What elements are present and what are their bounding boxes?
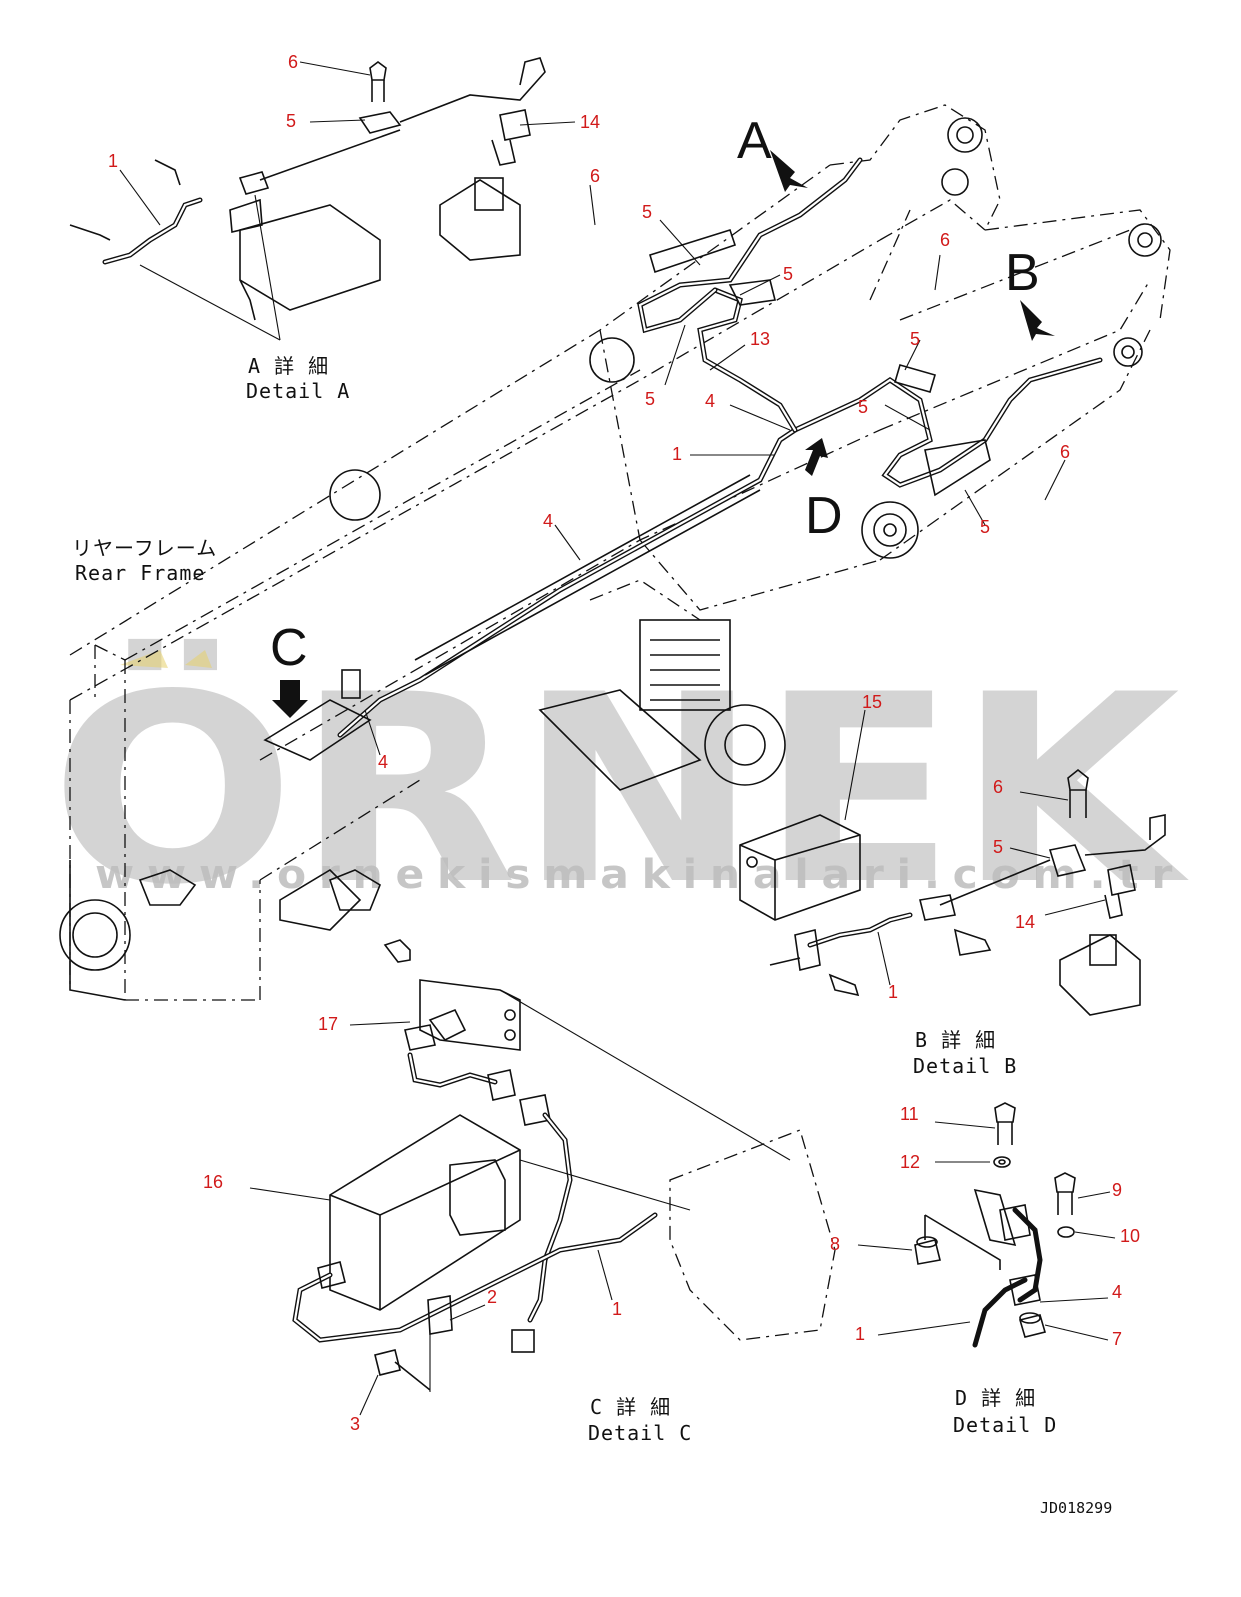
callout-main-6: 6 bbox=[590, 166, 600, 186]
leader-b-6 bbox=[1019, 791, 1069, 801]
leader-a-14 bbox=[519, 121, 576, 126]
detail-b-title-jp: B 詳 細 bbox=[915, 1028, 996, 1052]
watermark-accent-right bbox=[185, 650, 212, 668]
callout-main-6c: 6 bbox=[1060, 442, 1070, 462]
rear-frame-label-jp: リヤーフレーム bbox=[72, 536, 217, 560]
detail-c-title-jp: C 詳 細 bbox=[590, 1395, 671, 1419]
callout-d-12: 12 bbox=[900, 1152, 920, 1172]
callout-d-11: 11 bbox=[900, 1104, 919, 1124]
leader-a-5 bbox=[309, 119, 366, 123]
leader-d-11 bbox=[934, 1121, 996, 1129]
callout-a-14: 14 bbox=[580, 112, 600, 132]
callout-main-5e: 5 bbox=[858, 397, 868, 417]
callout-a-6: 6 bbox=[288, 52, 298, 72]
callout-a-1: 1 bbox=[108, 151, 118, 171]
leader-d-10 bbox=[1074, 1231, 1116, 1239]
view-letter-b: B bbox=[1005, 244, 1040, 302]
detail-d-drawing bbox=[914, 1102, 1076, 1348]
watermark-accent-left bbox=[120, 650, 168, 668]
rear-frame-outline bbox=[59, 104, 1171, 1001]
detail-a-title-jp: A 詳 細 bbox=[248, 354, 329, 378]
callout-main-4b: 4 bbox=[543, 511, 553, 531]
callout-main-13: 13 bbox=[750, 329, 770, 349]
callout-main-6b: 6 bbox=[940, 230, 950, 250]
leader-d-7 bbox=[1044, 1324, 1109, 1341]
leader-c-17 bbox=[349, 1021, 411, 1026]
callout-main-5f: 5 bbox=[980, 517, 990, 537]
leader-a-1 bbox=[119, 169, 161, 226]
leader-b-14 bbox=[1044, 899, 1106, 916]
detail-d-title-jp: D 詳 細 bbox=[955, 1386, 1036, 1410]
leader-a-6 bbox=[299, 61, 371, 76]
view-letter-a: A bbox=[737, 112, 772, 170]
callout-main-5b: 5 bbox=[783, 264, 793, 284]
leader-c-2 bbox=[449, 1304, 486, 1321]
callout-d-8: 8 bbox=[830, 1234, 840, 1254]
view-letter-c: C bbox=[270, 619, 308, 677]
detail-d-title-en: Detail D bbox=[953, 1413, 1057, 1437]
callout-b-15: 15 bbox=[862, 692, 882, 712]
callout-c-2: 2 bbox=[487, 1287, 497, 1307]
callout-c-3: 3 bbox=[350, 1414, 360, 1434]
leader-c-3 bbox=[359, 1374, 379, 1416]
callout-c-16: 16 bbox=[203, 1172, 223, 1192]
leader-d-1 bbox=[877, 1321, 971, 1336]
main-leader-lines bbox=[364, 184, 1066, 821]
detail-c-drawing bbox=[292, 939, 836, 1392]
drawing-code: JD018299 bbox=[1040, 1499, 1112, 1517]
callout-main-1: 1 bbox=[672, 444, 682, 464]
callout-a-5: 5 bbox=[286, 111, 296, 131]
detail-a-drawing bbox=[69, 57, 546, 341]
detail-b-title-en: Detail B bbox=[913, 1054, 1017, 1078]
callout-b-14: 14 bbox=[1015, 912, 1035, 932]
callout-d-10: 10 bbox=[1120, 1226, 1140, 1246]
leader-c-1 bbox=[597, 1249, 613, 1301]
leader-c-16 bbox=[249, 1187, 331, 1201]
callout-c-17: 17 bbox=[318, 1014, 338, 1034]
leader-b-1 bbox=[877, 931, 891, 986]
watermark-url: www.ornekismakinalari.com.tr bbox=[95, 852, 1185, 898]
leader-d-9 bbox=[1077, 1191, 1111, 1199]
watermark: ÖRNEK www.ornekismakinalari.com.tr bbox=[50, 636, 1191, 942]
callout-b-1: 1 bbox=[888, 982, 898, 1002]
detail-a-title-en: Detail A bbox=[246, 379, 350, 403]
leader-d-4 bbox=[1039, 1297, 1109, 1303]
callout-b-5: 5 bbox=[993, 837, 1003, 857]
callout-main-5c: 5 bbox=[645, 389, 655, 409]
callout-main-5d: 5 bbox=[910, 329, 920, 349]
callout-d-4: 4 bbox=[1112, 1282, 1122, 1302]
callout-main-4c: 4 bbox=[378, 752, 388, 772]
callout-main-4a: 4 bbox=[705, 391, 715, 411]
detail-c-title-en: Detail C bbox=[588, 1421, 692, 1445]
callout-d-7: 7 bbox=[1112, 1329, 1122, 1349]
leader-d-8 bbox=[857, 1244, 913, 1251]
callout-main-5a: 5 bbox=[642, 202, 652, 222]
view-letter-d: D bbox=[805, 487, 843, 545]
callout-d-9: 9 bbox=[1112, 1180, 1122, 1200]
detail-b-drawing bbox=[739, 768, 1166, 1016]
view-arrows bbox=[272, 150, 1055, 718]
callout-c-1: 1 bbox=[612, 1299, 622, 1319]
callout-d-1: 1 bbox=[855, 1324, 865, 1344]
callout-b-6: 6 bbox=[993, 777, 1003, 797]
leader-b-5 bbox=[1009, 847, 1051, 859]
main-harness bbox=[263, 157, 1103, 761]
rear-frame-label-en: Rear Frame bbox=[75, 561, 205, 585]
